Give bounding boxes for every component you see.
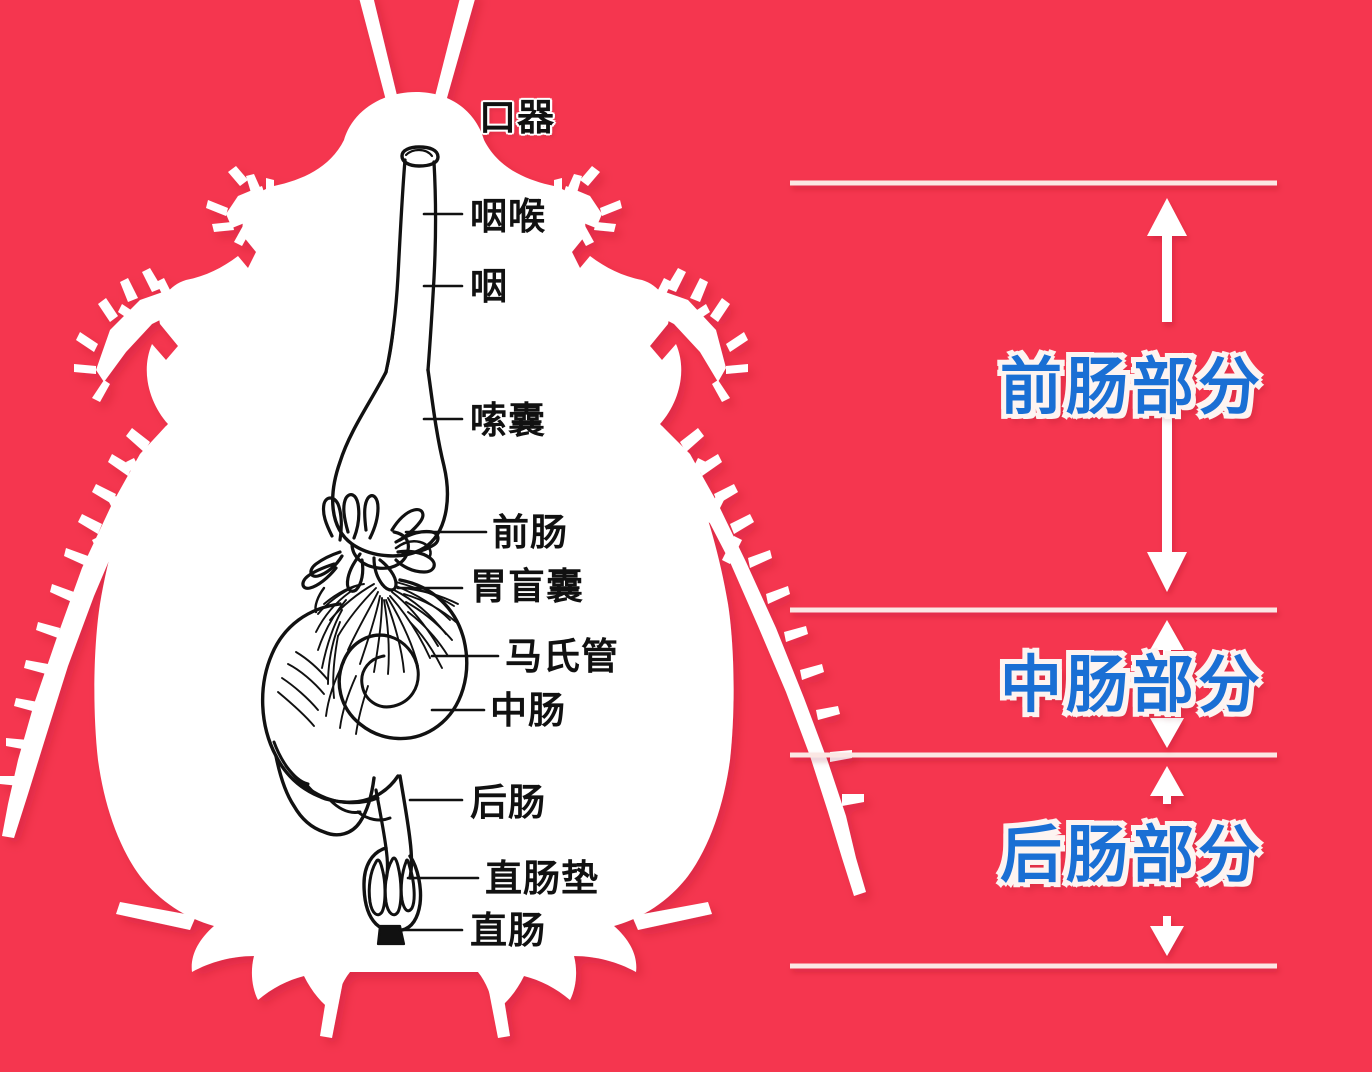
antenna-left-icon [359,0,400,112]
foregut-range-arrow [1147,198,1187,592]
label-hindgut: 后肠 [470,782,546,823]
hindgut-range-arrow [1150,766,1184,956]
leg-front-left [206,166,274,246]
midgut-range-arrow [1150,620,1184,748]
label-pharynx: 咽 [470,266,508,307]
midgut-loop [337,578,469,741]
leg-front-right [554,166,622,246]
styli-left [320,974,344,1038]
leg-hind-left [0,426,180,838]
styli-right [486,974,510,1038]
label-rectal-pad: 直肠垫 [485,858,599,899]
antenna-right-icon [432,0,475,112]
section-title-hindgut: 后肠部分 [1000,821,1265,890]
label-rectum: 直肠 [470,910,546,951]
leg-hind-right [648,426,866,896]
hindgut-tube-left [274,754,376,837]
leader-lines [396,212,500,932]
label-midgut: 中肠 [490,690,566,731]
gastric-caeca [301,493,440,614]
rectal-pads [367,856,416,917]
crop-sac [331,368,450,558]
crop-neck-highlight [385,329,395,375]
label-pharynx-throat: 咽喉 [470,196,546,237]
label-mouthparts: 口器 [479,97,555,138]
mouthparts-drawing [400,145,440,168]
label-foregut: 前肠 [492,512,568,553]
oesophagus-tube [426,160,438,372]
malpighian-tubules [277,581,459,735]
label-crop: 嗦囊 [470,400,546,441]
cercus-right [632,902,712,930]
anus-tip [376,924,406,946]
leg-middle-left [74,268,188,402]
midgut-inner-coil [360,634,420,709]
pharynx-tube [384,158,407,374]
label-malpighian-tubules: 马氏管 [505,636,619,677]
label-gastric-caeca: 胃盲囊 [470,566,584,607]
section-title-foregut: 前肠部分 [1000,353,1265,422]
midgut-scallops [284,764,392,822]
cercus-left [116,902,196,930]
section-title-midgut: 中肠部分 [1000,651,1265,720]
leg-middle-right [640,268,748,402]
